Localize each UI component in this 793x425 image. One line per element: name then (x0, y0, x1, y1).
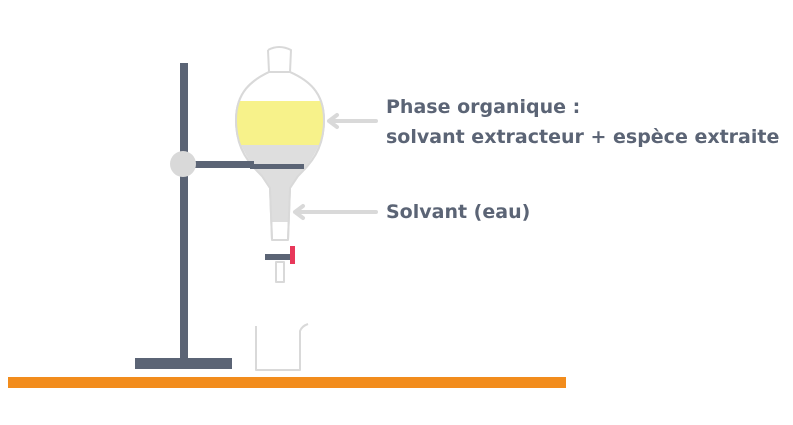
organic-phase-layer (236, 101, 324, 145)
stopcock-handle (290, 246, 295, 264)
pointer-arrows (293, 113, 378, 220)
stopcock (265, 246, 295, 264)
beaker (255, 323, 309, 371)
lab-bench (8, 377, 566, 388)
clamp-arm (184, 161, 254, 168)
aqueous-phase-label-text: Solvant (eau) (386, 201, 531, 223)
stand-base (135, 358, 232, 369)
retort-stand (135, 63, 232, 369)
organic-phase-label: Phase organique : solvant extracteur + e… (386, 92, 779, 152)
organic-phase-label-line1: Phase organique : (386, 96, 581, 118)
funnel-neck (267, 46, 292, 73)
boss-head (170, 151, 196, 177)
funnel-neck-left (267, 49, 270, 73)
stand-rod (180, 63, 188, 363)
stopcock-bar (265, 254, 291, 260)
aqueous-phase-arrow (293, 204, 378, 220)
funnel-outline (235, 71, 325, 241)
funnel-stem (275, 261, 285, 283)
clamp (170, 151, 254, 177)
aqueous-phase-label: Solvant (eau) (386, 197, 530, 227)
separatory-funnel (235, 46, 325, 283)
clamp-ring (250, 164, 304, 169)
organic-phase-label-line2: solvant extracteur + espèce extraite (386, 126, 780, 148)
organic-phase-arrow (327, 113, 378, 129)
